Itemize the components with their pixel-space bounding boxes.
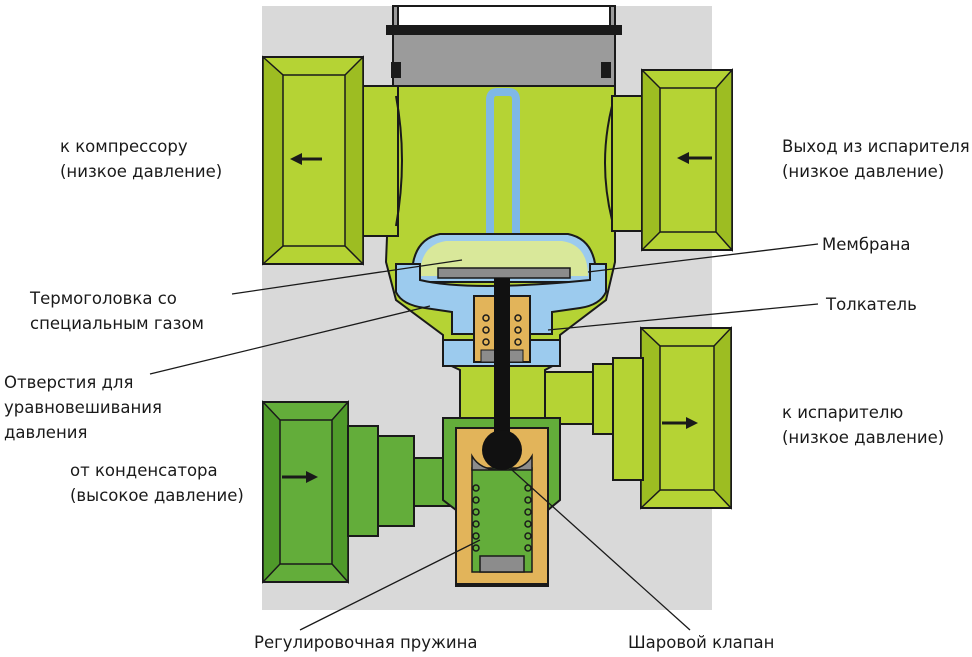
label-line: Мембрана <box>822 235 911 254</box>
arrow-left-icon <box>290 153 322 165</box>
valve-ball <box>482 430 522 470</box>
adjusting-spring <box>472 484 532 552</box>
label-line: Термоголовка со <box>30 289 177 308</box>
label-from-condenser: от конденсатора (высокое давление) <box>70 458 244 508</box>
label-line: (низкое давление) <box>782 428 945 447</box>
pusher-spring <box>482 314 522 346</box>
label-line: от конденсатора <box>70 461 218 480</box>
label-ball-valve: Шаровой клапан <box>628 630 774 655</box>
label-thermohead: Термоголовка со специальным газом <box>30 286 204 336</box>
label-to-evaporator: к испарителю (низкое давление) <box>782 400 944 450</box>
label-adjusting-spring: Регулировочная пружина <box>254 630 478 655</box>
label-line: Шаровой клапан <box>628 633 775 652</box>
valve-cap <box>386 5 622 87</box>
label-line: (низкое давление) <box>60 162 223 181</box>
label-line: Отверстия для <box>4 373 134 392</box>
label-evaporator-outlet: Выход из испарителя (низкое давление) <box>782 134 970 184</box>
label-line: Толкатель <box>826 295 917 314</box>
valve-seat <box>471 453 533 471</box>
leader-lines <box>149 243 819 631</box>
label-line: Выход из испарителя <box>782 137 970 156</box>
evaporator-inlet-tube <box>544 363 614 435</box>
label-line: давления <box>4 423 88 442</box>
label-line: специальным газом <box>30 314 204 333</box>
pusher-stem <box>494 278 510 448</box>
label-line: к испарителю <box>782 403 904 422</box>
evaporator-inlet-nut <box>612 326 732 510</box>
arrow-right-icon <box>282 471 318 483</box>
label-line: (высокое давление) <box>70 486 244 505</box>
label-to-compressor: к компрессору (низкое давление) <box>60 134 222 184</box>
arrow-left-icon <box>677 152 712 164</box>
arrow-right-icon <box>662 417 698 429</box>
label-equalization-holes: Отверстия для уравновешивания давления <box>4 370 162 445</box>
label-membrane: Мембрана <box>822 232 911 257</box>
label-line: к компрессору <box>60 137 188 156</box>
label-line: уравновешивания <box>4 398 162 417</box>
label-line: (низкое давление) <box>782 162 945 181</box>
label-line: Регулировочная пружина <box>254 633 478 652</box>
thermohead <box>410 233 598 283</box>
condenser-inlet-nut <box>262 400 461 584</box>
label-pusher: Толкатель <box>826 292 917 317</box>
capillary-tube <box>486 88 520 240</box>
